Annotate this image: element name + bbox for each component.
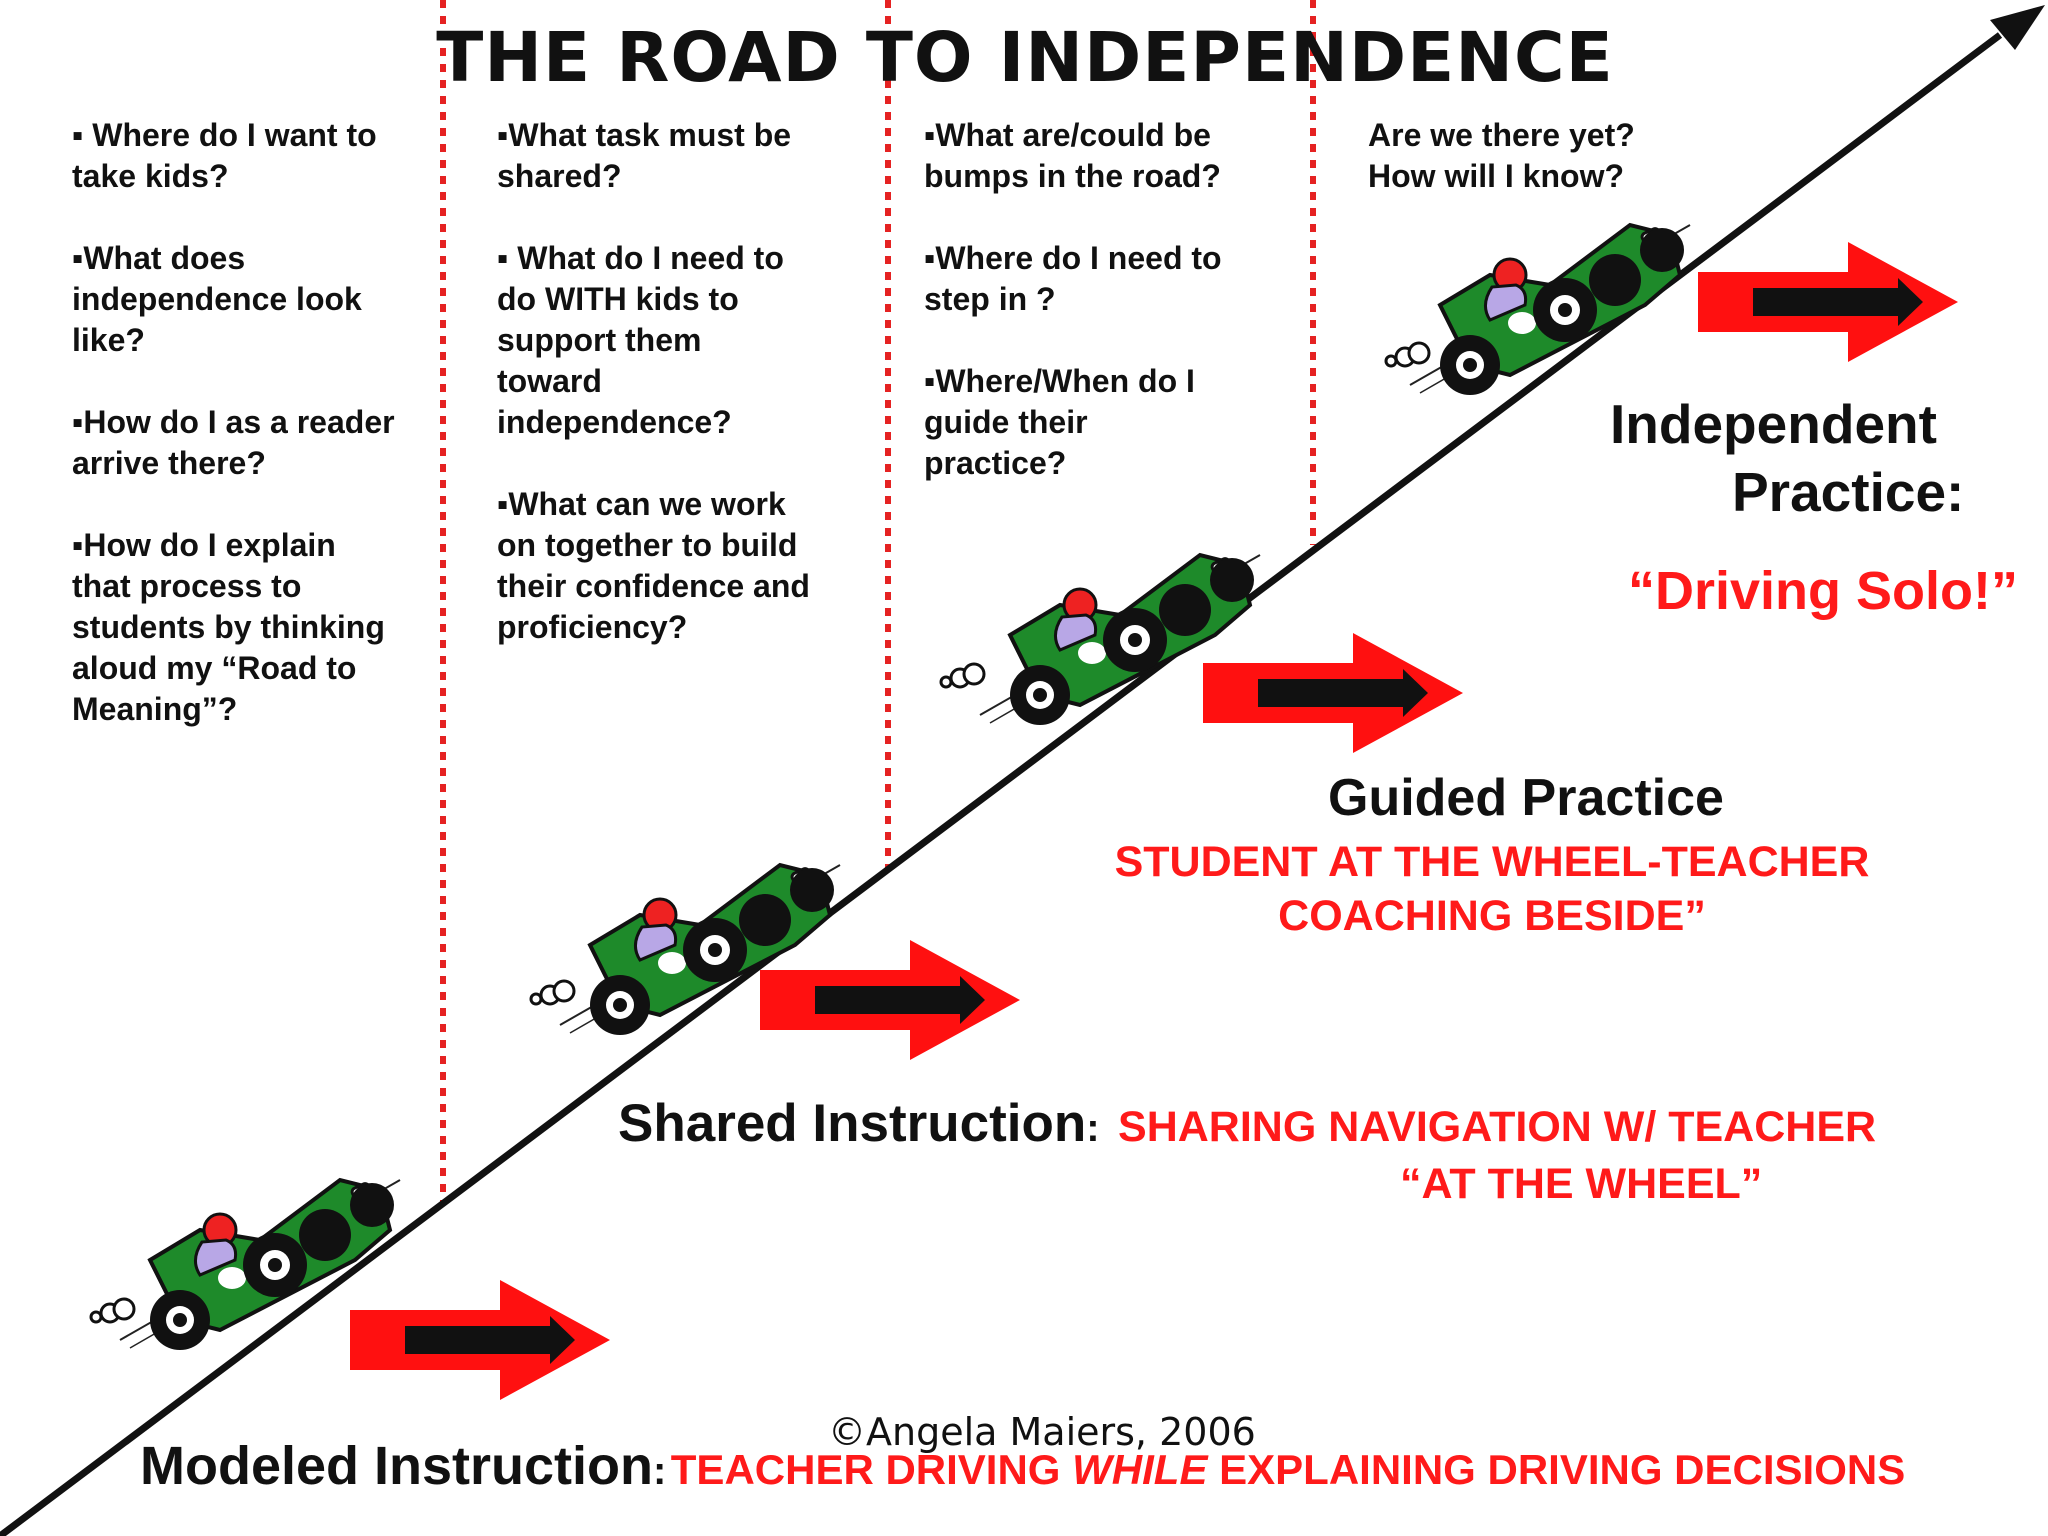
stage-shared-desc-2: “AT THE WHEEL” [1400,1160,1763,1208]
stage-modeled-desc-a: TEACHER DRIVING [670,1446,1073,1493]
stage-arrow-icon [760,940,1020,1060]
stage-guided-desc: STUDENT AT THE WHEEL-TEACHER COACHING BE… [1087,835,1897,943]
stage-arrow-icon [350,1280,610,1400]
question-text: ▪ Where do I want to take kids? [72,117,377,194]
question-text: ▪Where/When do I guide their practice? [924,363,1195,481]
question-text: ▪Where do I need to step in ? [924,240,1222,317]
question-text: ▪What does independence look like? [72,240,362,358]
stage-modeled-desc: TEACHER DRIVING WHILE EXPLAINING DRIVING… [671,1446,1905,1493]
stage-arrow-icon [1203,633,1463,753]
exhaust-puff-icon [939,662,986,689]
stage-shared: Shared Instruction: SHARING NAVIGATION W… [618,1093,1876,1154]
stage-guided-desc-1: STUDENT AT THE WHEEL-TEACHER [1114,838,1870,886]
stage-modeled-desc-em: WHILE [1072,1446,1208,1493]
stage-shared-name: Shared Instruction [618,1094,1087,1153]
exhaust-puff-icon [529,979,576,1006]
stage-modeled: Modeled Instruction: TEACHER DRIVING WHI… [140,1435,1905,1497]
stage-modeled-name: Modeled Instruction [140,1436,653,1496]
question-text: ▪What task must be shared? [497,117,792,194]
question-text: Are we there yet? How will I know? [1368,117,1635,194]
stage-independent-desc: “Driving Solo!” [1628,561,2018,621]
question-text: ▪What can we work on together to build t… [497,486,810,645]
question-column-2: ▪What task must be shared? ▪ What do I n… [497,115,812,648]
question-column-1: ▪ Where do I want to take kids? ▪What do… [72,115,402,730]
stage-independent-name: Independent Practice: [1610,390,1964,526]
question-text: ▪How do I explain that process to studen… [72,527,385,727]
stage-guided-name: Guided Practice [1328,769,1724,827]
stage-modeled-desc-b: EXPLAINING DRIVING DECISIONS [1207,1446,1906,1493]
exhaust-puff-icon [1384,341,1431,368]
stage-shared-desc-1: SHARING NAVIGATION W/ TEACHER [1118,1103,1877,1151]
stage-shared-sep: : [1086,1106,1100,1150]
question-text: ▪ What do I need to do WITH kids to supp… [497,240,784,440]
stage-modeled-sep: : [653,1449,667,1493]
stage-arrow-icon [1698,242,1958,362]
question-text: ▪How do I as a reader arrive there? [72,404,395,481]
stage-independent-name-1: Independent [1610,393,1937,455]
question-text: ▪What are/could be bumps in the road? [924,117,1221,194]
page-title: THE ROAD TO INDEPENDENCE [436,18,1614,98]
question-column-4: Are we there yet? How will I know? [1368,115,1688,197]
stage-guided-desc-2: COACHING BESIDE” [1278,892,1706,940]
stage-independent-name-2: Practice: [1732,461,1965,523]
copyright-text: ©Angela Maiers, 2006 [828,1410,1256,1454]
exhaust-puff-icon [89,1297,136,1324]
question-column-3: ▪What are/could be bumps in the road? ▪W… [924,115,1224,484]
